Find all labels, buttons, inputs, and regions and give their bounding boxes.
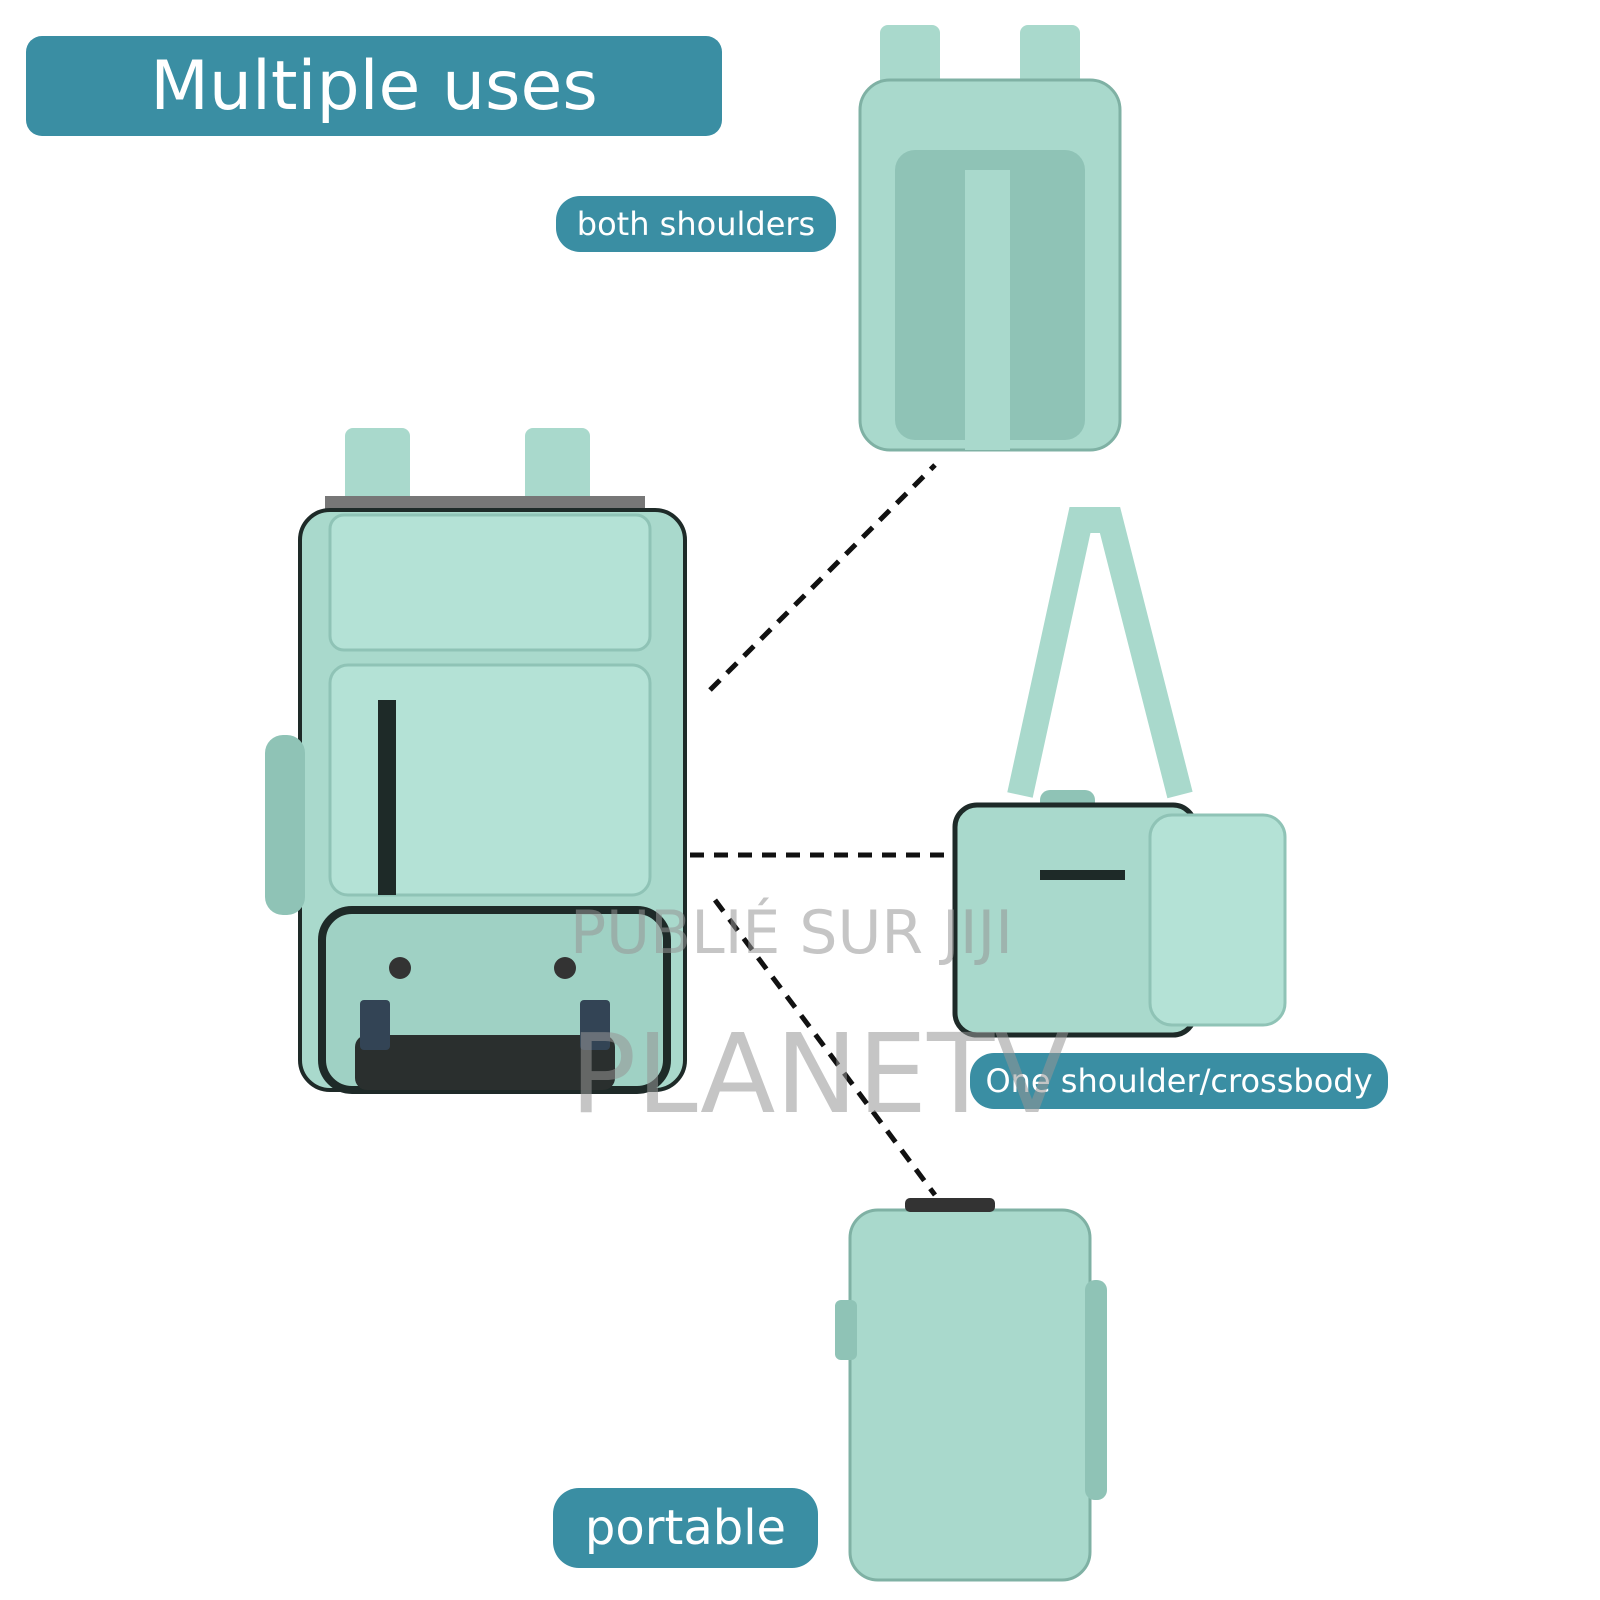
dashed-connectors	[690, 463, 950, 1197]
main-backpack-image	[265, 428, 687, 1094]
label-one-shoulder: One shoulder/crossbody	[970, 1053, 1388, 1109]
portable-bag-image	[835, 1198, 1107, 1582]
watermark-line2: PLANETV	[570, 1010, 1070, 1138]
label-both-shoulders: both shoulders	[556, 196, 836, 252]
crossbody-bag-image	[952, 507, 1287, 1038]
watermark-line1: PUBLIÉ SUR JIJI	[570, 898, 1013, 968]
page-title: Multiple uses	[26, 36, 722, 136]
back-view-backpack-image	[858, 25, 1122, 452]
label-portable: portable	[553, 1488, 818, 1568]
